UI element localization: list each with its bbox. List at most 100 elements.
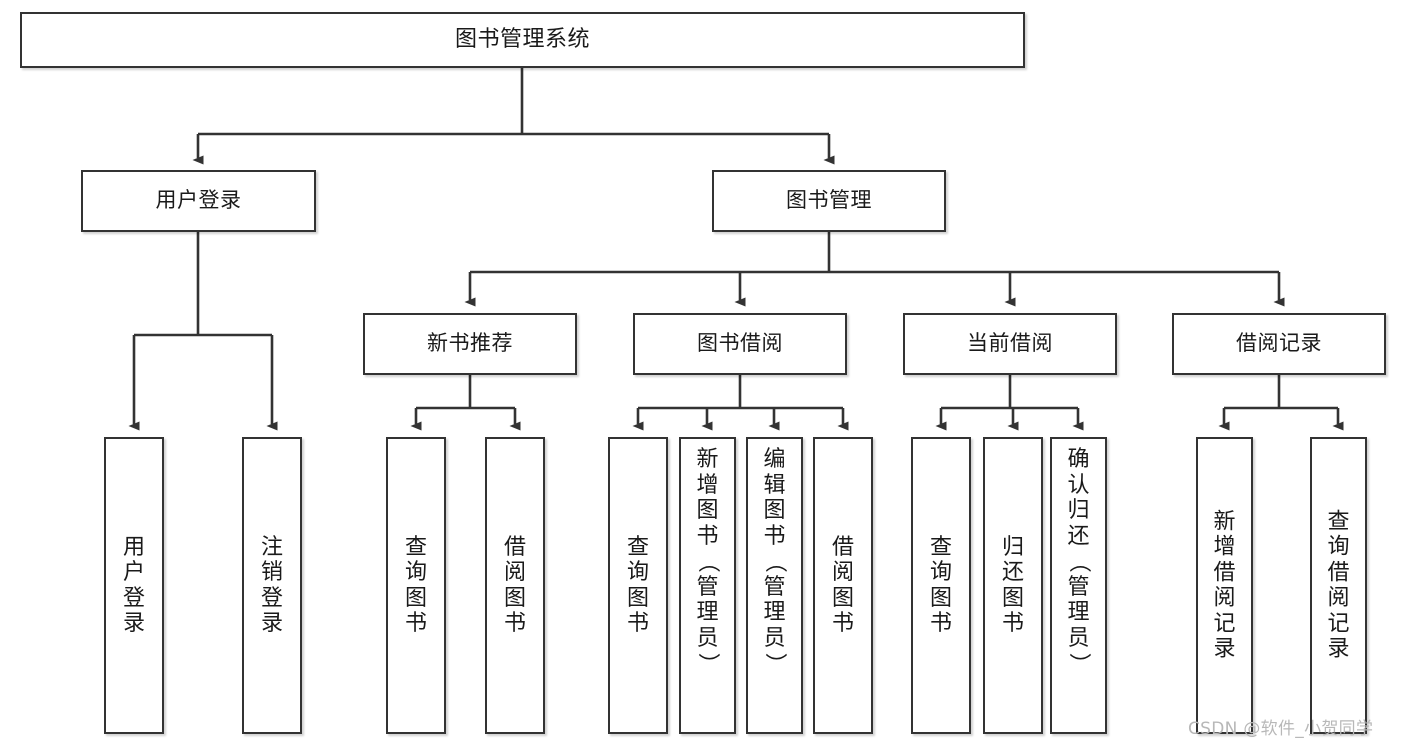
csdn-watermark: CSDN @软件_小贺同学	[1188, 719, 1374, 739]
leaf-char: 图	[404, 585, 427, 611]
leaf-char: 归	[1001, 534, 1024, 560]
leaf-label-vertical: 查询图书	[913, 534, 969, 636]
leaf-char: 员	[696, 625, 719, 651]
node-leaf-1[interactable]: 注销登录	[242, 437, 302, 734]
leaf-char: 增	[1213, 534, 1236, 560]
node-level3-1[interactable]: 图书借阅	[633, 313, 847, 375]
connector-group-new-books	[410, 375, 521, 431]
leaf-char: 归	[1067, 498, 1090, 524]
node-level2-0[interactable]: 用户登录	[81, 170, 316, 232]
leaf-char: 书	[626, 611, 649, 637]
node-root-图书管理系统[interactable]: 图书管理系统	[20, 12, 1025, 68]
connector-group-user-login	[128, 232, 278, 431]
leaf-char: 编	[763, 447, 786, 472]
leaf-char: 管	[763, 574, 786, 600]
node-leaf-0[interactable]: 用户登录	[104, 437, 164, 734]
node-leaf-4[interactable]: 查询图书	[608, 437, 668, 734]
node-leaf-12[interactable]: 查询借阅记录	[1310, 437, 1367, 734]
leaf-char: 图	[831, 585, 854, 611]
leaf-label-vertical: 查询借阅记录	[1312, 509, 1365, 662]
leaf-char: 管	[1067, 574, 1090, 600]
leaf-char: 新	[696, 447, 719, 472]
leaf-char: 图	[763, 498, 786, 524]
leaf-char: 书	[503, 611, 526, 637]
leaf-char: 员	[1067, 625, 1090, 651]
leaf-char: 书	[404, 611, 427, 637]
node-level3-0[interactable]: 新书推荐	[363, 313, 577, 375]
leaf-char: 询	[1327, 534, 1350, 560]
leaf-char: 阅	[1213, 585, 1236, 611]
leaf-label-vertical: 确认归还（管理员）	[1052, 447, 1105, 677]
leaf-char: 书	[1001, 611, 1024, 637]
leaf-label-vertical: 借阅图书	[815, 534, 871, 636]
leaf-char: 还	[1001, 559, 1024, 585]
leaf-char: 录	[1327, 636, 1350, 662]
leaf-char: 查	[929, 534, 952, 560]
leaf-char: 录	[122, 611, 145, 637]
connector-group-book-mgmt	[464, 232, 1285, 307]
leaf-char: 注	[260, 534, 283, 560]
leaf-char: 书	[696, 523, 719, 549]
node-label: 新书推荐	[427, 331, 513, 356]
leaf-char: 阅	[503, 559, 526, 585]
node-label: 当前借阅	[967, 331, 1053, 356]
leaf-char: 阅	[831, 559, 854, 585]
node-leaf-3[interactable]: 借阅图书	[485, 437, 545, 734]
leaf-char: 书	[763, 523, 786, 549]
connector-group-root	[192, 68, 835, 165]
node-leaf-10[interactable]: 确认归还（管理员）	[1050, 437, 1107, 734]
leaf-char: 登	[260, 585, 283, 611]
connector-group-current-borrow	[935, 375, 1084, 431]
leaf-char: 图	[696, 498, 719, 524]
leaf-char: 询	[626, 559, 649, 585]
node-label: 图书管理系统	[454, 26, 590, 52]
leaf-char: （	[1066, 550, 1092, 573]
node-leaf-7[interactable]: 借阅图书	[813, 437, 873, 734]
leaf-label-vertical: 查询图书	[388, 534, 444, 636]
leaf-char: 记	[1327, 611, 1350, 637]
node-label: 借阅记录	[1236, 331, 1322, 356]
leaf-label-vertical: 用户登录	[106, 534, 162, 636]
leaf-char: 管	[696, 574, 719, 600]
leaf-char: 理	[696, 600, 719, 626]
node-leaf-2[interactable]: 查询图书	[386, 437, 446, 734]
leaf-char: 理	[1067, 600, 1090, 626]
leaf-char: 用	[122, 534, 145, 560]
leaf-char: 书	[831, 611, 854, 637]
leaf-char: 记	[1213, 611, 1236, 637]
node-leaf-5[interactable]: 新增图书（管理员）	[679, 437, 736, 734]
leaf-char: 员	[763, 625, 786, 651]
leaf-label-vertical: 借阅图书	[487, 534, 543, 636]
node-leaf-8[interactable]: 查询图书	[911, 437, 971, 734]
node-leaf-9[interactable]: 归还图书	[983, 437, 1043, 734]
leaf-char: 图	[929, 585, 952, 611]
leaf-char: 图	[626, 585, 649, 611]
leaf-char: 认	[1067, 472, 1090, 498]
leaf-char: 新	[1213, 508, 1236, 534]
leaf-label-vertical: 编辑图书（管理员）	[748, 447, 801, 677]
node-level2-1[interactable]: 图书管理	[712, 170, 946, 232]
node-level3-2[interactable]: 当前借阅	[903, 313, 1117, 375]
node-label: 用户登录	[155, 188, 242, 213]
leaf-char: （	[695, 550, 721, 573]
leaf-char: 还	[1067, 523, 1090, 549]
connector-group-borrow	[632, 375, 849, 431]
leaf-char: 借	[1327, 559, 1350, 585]
leaf-char: 销	[260, 559, 283, 585]
leaf-char: 借	[503, 534, 526, 560]
leaf-char: 增	[696, 472, 719, 498]
node-leaf-6[interactable]: 编辑图书（管理员）	[746, 437, 803, 734]
node-level3-3[interactable]: 借阅记录	[1172, 313, 1386, 375]
connector-group-records	[1218, 375, 1344, 431]
leaf-char: 户	[122, 559, 145, 585]
leaf-label-vertical: 新增图书（管理员）	[681, 447, 734, 677]
leaf-char: ）	[762, 652, 788, 675]
leaf-char: 图	[1001, 585, 1024, 611]
node-leaf-11[interactable]: 新增借阅记录	[1196, 437, 1253, 734]
leaf-char: 查	[404, 534, 427, 560]
leaf-label-vertical: 新增借阅记录	[1198, 509, 1251, 662]
leaf-label-vertical: 查询图书	[610, 534, 666, 636]
leaf-char: 借	[1213, 559, 1236, 585]
